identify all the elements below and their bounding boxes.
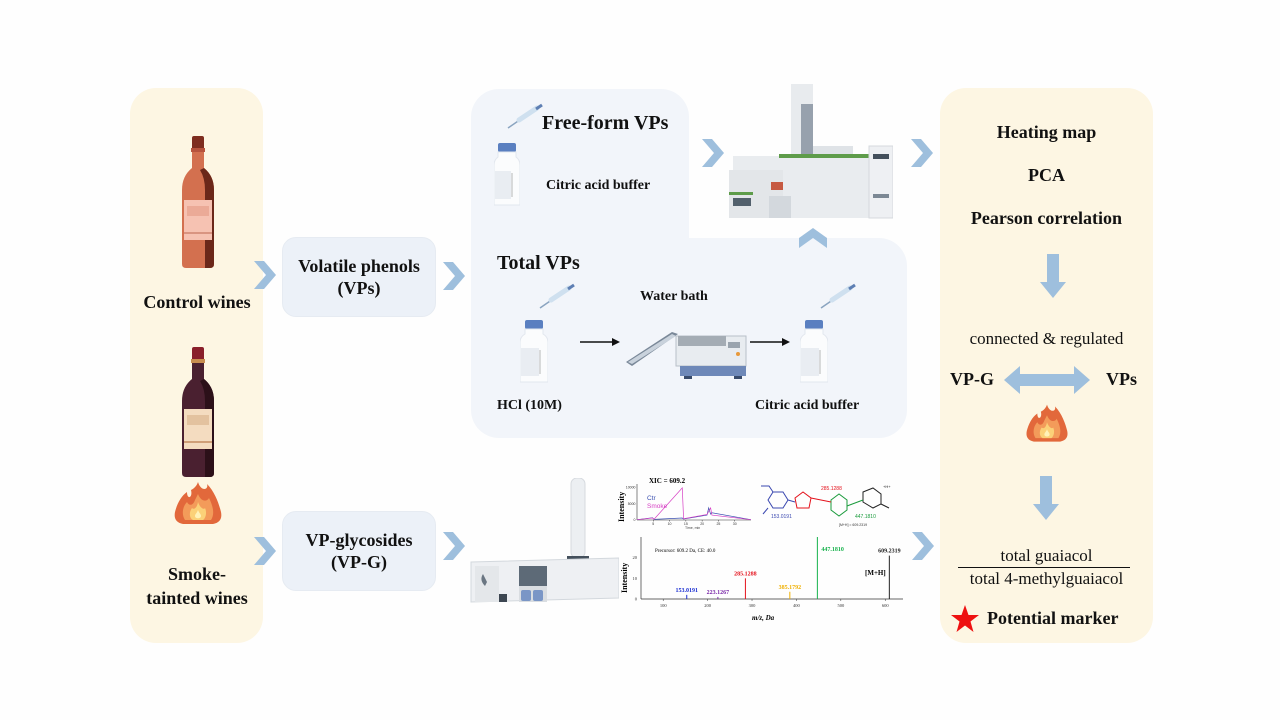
- volatile-phenols-box: Volatile phenols (VPs): [282, 237, 436, 317]
- free-form-title: Free-form VPs: [542, 112, 669, 134]
- ms-peak-label: 285.1288: [734, 571, 757, 577]
- xic-xlabel: Time, min: [685, 526, 700, 530]
- pipette-icon: [820, 283, 856, 309]
- structure-charge: +H+: [883, 484, 891, 489]
- ms-x-tick-label: 300: [749, 603, 757, 608]
- arrow-right-icon: [750, 338, 790, 346]
- xic-x-tick-label: 10: [668, 522, 672, 526]
- xic-x-tick-label: 20: [700, 522, 704, 526]
- water-bath-icon: [626, 332, 748, 380]
- arrow-down-icon: [1033, 476, 1059, 520]
- control-wines-label: Control wines: [143, 292, 251, 312]
- xic-y-tick-label: 5000: [628, 502, 636, 506]
- citric-buffer-label: Citric acid buffer: [755, 398, 860, 413]
- xic-title: XIC = 609.2: [649, 477, 686, 485]
- vp-box-line1: Volatile phenols: [298, 256, 420, 276]
- xic-ylabel: Intensity: [617, 492, 626, 522]
- results-panel: [940, 88, 1153, 643]
- reagent-bottle-icon: [800, 320, 828, 384]
- xic-series-smoke: [636, 487, 752, 521]
- ms-xlabel: m/z, Da: [752, 614, 775, 622]
- chevron-right-icon: [702, 139, 724, 167]
- vp-glycoside-structure: 153.0191 285.1288 447.1810 [M+H] = 609.2…: [761, 484, 891, 527]
- ms-peak-label: 385.1792: [779, 585, 802, 591]
- vpg-box-line2: (VP-G): [331, 552, 387, 572]
- analysis-pearson: Pearson correlation: [970, 208, 1123, 228]
- xic-legend-smoke: Smoke: [647, 503, 668, 510]
- ratio-divider: [958, 567, 1130, 568]
- xic-legend-ctr: Ctr: [647, 495, 657, 502]
- xic-x-tick-label: 25: [716, 522, 720, 526]
- xic-y-tick-label: 0: [634, 518, 636, 522]
- chevron-right-icon: [911, 139, 933, 167]
- ratio-denominator: total 4-methylguaiacol: [969, 569, 1124, 588]
- analysis-pca: PCA: [1028, 165, 1065, 185]
- structure-frag1: 153.0191: [771, 514, 792, 520]
- chevron-right-icon: [443, 532, 465, 560]
- double-arrow-icon: [1004, 366, 1090, 394]
- pipette-icon: [539, 283, 575, 309]
- potential-marker-label: Potential marker: [987, 608, 1119, 628]
- gc-ms-instrument-icon: [729, 84, 893, 220]
- msms-spectrum: Precursor: 609.2 Da, CE: 40.0 Intensity …: [620, 537, 903, 622]
- xic-x-tick-label: 5: [652, 522, 654, 526]
- xic-x-tick-label: 30: [733, 522, 737, 526]
- smoke-label-line1: Smoke-: [168, 564, 226, 584]
- ms-x-tick-label: 600: [882, 603, 890, 608]
- ms-peak-label: 153.0191: [675, 588, 698, 594]
- vps-term: VPs: [1106, 369, 1137, 389]
- chevron-right-icon: [254, 261, 276, 289]
- ms-x-tick-label: 100: [660, 603, 668, 608]
- ms-peak-label: 223.1267: [707, 590, 730, 596]
- wine-bottle-icon: [181, 345, 215, 477]
- vpg-box-line1: VP-glycosides: [305, 530, 413, 550]
- xic-chromatogram: XIC = 609.2 Intensity 5 10 15 20 25 30 0 5000 10…: [617, 477, 752, 530]
- reagent-bottle-icon: [520, 320, 548, 384]
- chevron-right-icon: [912, 532, 934, 560]
- ms-y-tick-label: 10: [633, 576, 638, 581]
- ms-annotation: [M+H]: [865, 569, 886, 577]
- ms-x-tick-label: 500: [837, 603, 845, 608]
- fire-icon: [1025, 403, 1069, 445]
- arrow-down-icon: [1040, 254, 1066, 298]
- analysis-heating-map: Heating map: [996, 122, 1097, 142]
- ms-y-tick-label: 20: [633, 555, 638, 560]
- xic-x-tick-label: 15: [684, 522, 688, 526]
- pipette-icon: [507, 103, 543, 129]
- ms-x-tick-label: 400: [793, 603, 801, 608]
- smoke-tainted-wines-label: Smoke- tainted wines: [132, 562, 262, 610]
- relation-text: connected & regulated: [969, 329, 1124, 348]
- chevron-right-icon: [443, 262, 465, 290]
- free-form-reagent: Citric acid buffer: [546, 178, 651, 193]
- ratio-numerator: total guaiacol: [1000, 546, 1093, 565]
- smoke-label-line2: tainted wines: [146, 588, 248, 608]
- water-bath-label: Water bath: [640, 289, 708, 304]
- fire-icon: [173, 482, 223, 526]
- ms-title: Precursor: 609.2 Da, CE: 40.0: [655, 549, 716, 554]
- wine-bottle-icon: [181, 134, 215, 268]
- ms-peak-label: 609.2319: [878, 549, 901, 555]
- ms-x-tick-label: 200: [704, 603, 712, 608]
- lc-ms-instrument-icon: [469, 478, 619, 606]
- total-vps-title: Total VPs: [497, 252, 580, 274]
- arrow-right-icon: [580, 338, 620, 346]
- vp-glycosides-box: VP-glycosides (VP-G): [282, 511, 436, 591]
- ms-ylabel: Intensity: [620, 563, 629, 593]
- hcl-label: HCl (10M): [497, 398, 562, 413]
- chevron-right-icon: [254, 537, 276, 565]
- star-icon: [950, 605, 980, 633]
- ms-peak-label: 447.1810: [821, 547, 844, 553]
- structure-frag4: [M+H] = 609.2319: [839, 523, 867, 527]
- chevron-up-icon: [799, 228, 827, 248]
- vp-box-line2: (VPs): [337, 278, 381, 298]
- xic-y-tick-label: 10000: [626, 485, 636, 489]
- reagent-bottle-icon: [494, 143, 520, 207]
- vpg-term: VP-G: [950, 369, 994, 389]
- structure-frag3: 447.1810: [855, 514, 876, 520]
- structure-frag2: 285.1288: [821, 486, 842, 492]
- ms-y-tick-label: 0: [635, 597, 638, 602]
